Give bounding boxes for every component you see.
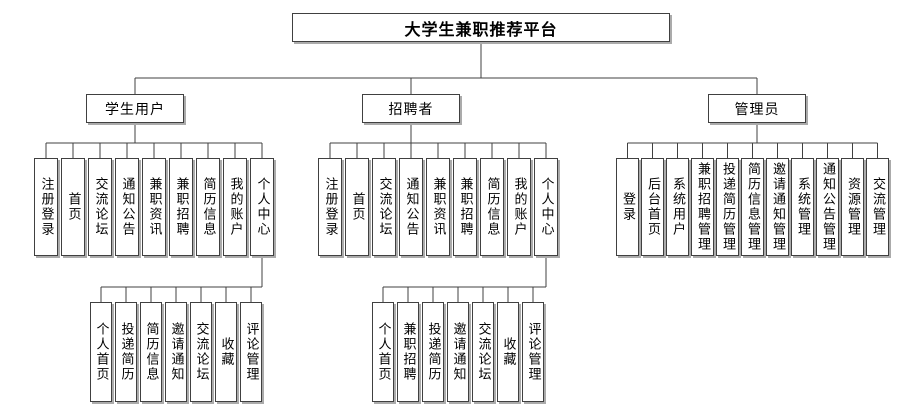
org-node: 登录 xyxy=(616,158,639,256)
org-node-label: 个人中心 xyxy=(254,177,270,237)
group-node: 招聘者 xyxy=(362,94,460,123)
org-node: 收藏 xyxy=(215,302,237,402)
org-node-label: 兼职招聘 xyxy=(457,177,473,237)
org-node: 兼职招聘 xyxy=(453,158,477,256)
org-node-label: 通知公告 xyxy=(403,177,419,237)
org-node: 系统管理 xyxy=(791,158,814,256)
org-node-label: 个人中心 xyxy=(538,177,554,237)
org-node: 投递简历 xyxy=(115,302,137,402)
org-node-label: 系统用户 xyxy=(670,177,685,237)
org-node: 兼职招聘管理 xyxy=(691,158,714,256)
org-node: 通知公告 xyxy=(399,158,423,256)
org-node: 首页 xyxy=(61,158,85,256)
org-node-label: 兼职招聘 xyxy=(400,322,416,382)
org-node: 资源管理 xyxy=(841,158,864,256)
org-node-label: 投递简历 xyxy=(118,322,134,382)
org-node: 兼职招聘 xyxy=(397,302,419,402)
org-node: 投递简历管理 xyxy=(716,158,739,256)
org-node-label: 资源管理 xyxy=(845,177,860,237)
org-node: 投递简历 xyxy=(422,302,444,402)
org-node-label: 邀请通知 xyxy=(168,322,184,382)
org-node: 简历信息 xyxy=(140,302,162,402)
org-node-label: 简历信息管理 xyxy=(745,162,760,252)
org-node: 个人中心 xyxy=(250,158,274,256)
org-node: 系统用户 xyxy=(666,158,689,256)
org-node-label: 兼职资讯 xyxy=(430,177,446,237)
org-node: 评论管理 xyxy=(522,302,544,402)
org-node-label: 邀请通知管理 xyxy=(770,162,785,252)
org-node-label: 兼职资讯 xyxy=(146,177,162,237)
org-node-label: 交流论坛 xyxy=(92,177,108,237)
org-node-label: 首页 xyxy=(349,192,365,222)
org-node: 简历信息管理 xyxy=(741,158,764,256)
org-node-label: 我的账户 xyxy=(227,177,243,237)
org-node-label: 简历信息 xyxy=(143,322,159,382)
org-node: 通知公告 xyxy=(115,158,139,256)
org-node-label: 收藏 xyxy=(218,337,234,367)
org-node-label: 登录 xyxy=(620,192,635,222)
org-node-label: 兼职招聘管理 xyxy=(695,162,710,252)
group-node: 学生用户 xyxy=(86,94,184,123)
org-node: 交流论坛 xyxy=(190,302,212,402)
org-node-label: 个人首页 xyxy=(93,322,109,382)
org-node: 个人中心 xyxy=(534,158,558,256)
org-node-label: 简历信息 xyxy=(484,177,500,237)
org-node-label: 交流论坛 xyxy=(193,322,209,382)
org-node: 交流论坛 xyxy=(472,302,494,402)
org-node-label: 首页 xyxy=(65,192,81,222)
org-node: 邀请通知 xyxy=(447,302,469,402)
org-node-label: 评论管理 xyxy=(243,322,259,382)
org-node: 兼职招聘 xyxy=(169,158,193,256)
org-node: 简历信息 xyxy=(480,158,504,256)
org-node-label: 交流论坛 xyxy=(376,177,392,237)
org-node: 兼职资讯 xyxy=(142,158,166,256)
org-node-label: 兼职招聘 xyxy=(173,177,189,237)
org-node: 首页 xyxy=(345,158,369,256)
org-node-label: 交流论坛 xyxy=(475,322,491,382)
org-node: 我的账户 xyxy=(507,158,531,256)
org-node: 交流论坛 xyxy=(88,158,112,256)
org-node: 收藏 xyxy=(497,302,519,402)
org-node: 交流管理 xyxy=(866,158,889,256)
org-node: 个人首页 xyxy=(90,302,112,402)
org-node-label: 简历信息 xyxy=(200,177,216,237)
org-node: 评论管理 xyxy=(240,302,262,402)
org-node: 邀请通知管理 xyxy=(766,158,789,256)
org-node-label: 投递简历管理 xyxy=(720,162,735,252)
org-node: 兼职资讯 xyxy=(426,158,450,256)
org-node: 个人首页 xyxy=(372,302,394,402)
org-node-label: 个人首页 xyxy=(375,322,391,382)
org-node-label: 交流管理 xyxy=(870,177,885,237)
org-node-label: 投递简历 xyxy=(425,322,441,382)
org-node-label: 我的账户 xyxy=(511,177,527,237)
org-node: 注册登录 xyxy=(34,158,58,256)
group-node: 管理员 xyxy=(708,94,806,123)
org-node-label: 后台首页 xyxy=(645,177,660,237)
org-node-label: 收藏 xyxy=(500,337,516,367)
org-node-label: 通知公告 xyxy=(119,177,135,237)
root-node: 大学生兼职推荐平台 xyxy=(292,13,670,42)
org-node-label: 邀请通知 xyxy=(450,322,466,382)
org-node-label: 注册登录 xyxy=(322,177,338,237)
org-node: 注册登录 xyxy=(318,158,342,256)
org-node: 我的账户 xyxy=(223,158,247,256)
org-node: 简历信息 xyxy=(196,158,220,256)
org-node-label: 系统管理 xyxy=(795,177,810,237)
org-node-label: 注册登录 xyxy=(38,177,54,237)
org-node-label: 通知公告管理 xyxy=(820,162,835,252)
org-node: 后台首页 xyxy=(641,158,664,256)
org-node: 邀请通知 xyxy=(165,302,187,402)
org-node: 通知公告管理 xyxy=(816,158,839,256)
org-node: 交流论坛 xyxy=(372,158,396,256)
org-node-label: 评论管理 xyxy=(525,322,541,382)
